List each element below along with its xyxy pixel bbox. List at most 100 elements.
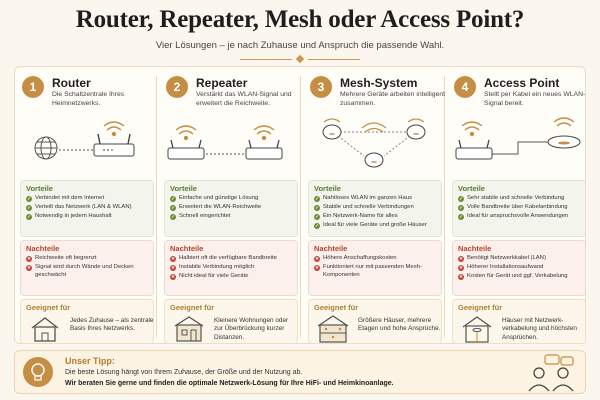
check-icon: ✓ (458, 196, 464, 202)
pro-item: ✓Erweitert die WLAN-Reichweite (170, 203, 262, 211)
tip-text: Die beste Lösung hängt von Ihrem Zuhause… (65, 369, 303, 376)
fit-heading: Geeignet für (170, 303, 215, 312)
tip-text-bold: Wir beraten Sie gerne und finden die opt… (65, 380, 394, 387)
step-number-badge: 1 (22, 76, 44, 98)
check-icon: ✓ (458, 213, 464, 220)
wifi-icon (175, 125, 275, 141)
cross-icon: ✕ (314, 256, 320, 262)
repeater-icon (245, 139, 283, 160)
check-icon: ✓ (314, 204, 320, 211)
cons-heading: Nachteile (458, 244, 492, 253)
con-item: ✕Nicht ideal für viele Geräte (170, 272, 249, 280)
fit-box: Geeignet für Häuser mit Netzwerk-verkabe… (452, 299, 586, 344)
con-item: ✕Instabile Verbindung möglich (170, 263, 255, 271)
check-icon: ✓ (314, 213, 320, 220)
house-icon (31, 317, 59, 342)
pro-item: ✓Stabile und schnelle Verbindungen (314, 203, 414, 211)
con-item: ✕Höherer Installationsaufwand (458, 263, 544, 271)
con-item: ✕Halbiert oft die verfügbare Bandbreite (170, 255, 277, 262)
router-icon (455, 139, 493, 160)
pro-item: ✓Verteilt das Netzwerk (LAN & WLAN) (26, 203, 132, 211)
large-house-icon (317, 315, 349, 343)
cons-box: Nachteile ✕Benötigt Netzwerkkabel (LAN) … (452, 240, 586, 296)
wired-house-icon (462, 316, 492, 343)
fit-heading: Geeignet für (314, 303, 359, 312)
fit-text: Jedes Zuhause – als zentrale Basis Ihres… (70, 317, 154, 333)
column-description: Stellt per Kabel ein neues WLAN-Signal b… (484, 91, 586, 107)
globe-icon (34, 136, 58, 160)
wifi-icon (103, 121, 125, 137)
column-title: Mesh-System (340, 76, 418, 90)
cons-box: Nachteile ✕Halbiert oft die verfügbare B… (164, 240, 298, 296)
pros-heading: Vorteile (314, 184, 341, 193)
con-item: ✕Reichweite oft begrenzt (26, 255, 97, 262)
check-icon: ✓ (314, 222, 320, 229)
check-icon: ✓ (458, 204, 464, 211)
fit-heading: Geeignet für (458, 303, 503, 312)
pros-box: Vorteile ✓Sehr stabile und schnelle Verb… (452, 180, 586, 237)
cross-icon: ✕ (314, 264, 320, 271)
fit-box: Geeignet für Größere Häuser, mehrere Eta… (308, 299, 442, 344)
check-icon: ✓ (314, 196, 320, 202)
pro-item: ✓Schnell eingerichtet (170, 212, 231, 220)
repeater-illustration (160, 112, 300, 178)
cross-icon: ✕ (458, 256, 464, 262)
pro-item: ✓Ideal für viele Geräte und große Häuser (314, 221, 427, 229)
pros-box: Vorteile ✓Einfache und günstige Lösung ✓… (164, 180, 298, 237)
tip-title: Unser Tipp: (65, 356, 115, 366)
column-divider (444, 76, 445, 338)
pros-heading: Vorteile (170, 184, 197, 193)
check-icon: ✓ (26, 204, 32, 211)
column-router: 1 Router Die Schaltzentrale Ihres Heimne… (16, 70, 156, 344)
column-description: Verstärkt das WLAN-Signal und erweitert … (196, 91, 292, 107)
column-divider (300, 76, 301, 338)
step-number-badge: 4 (454, 76, 476, 98)
tip-box: Unser Tipp: Die beste Lösung hängt von I… (14, 350, 586, 394)
con-item: ✕Benötigt Netzwerkkabel (LAN) (458, 255, 546, 262)
cons-heading: Nachteile (26, 244, 60, 253)
pro-item: ✓Sehr stabile und schnelle Verbindung (458, 195, 565, 202)
title-divider (240, 54, 360, 64)
page-title: Router, Repeater, Mesh oder Access Point… (75, 6, 525, 33)
pro-item: ✓Einfache und günstige Lösung (170, 195, 259, 202)
cons-heading: Nachteile (314, 244, 348, 253)
mesh-illustration (304, 112, 444, 178)
access-point-icon (547, 135, 581, 149)
fit-text: Größere Häuser, mehrere Etagen und hohe … (358, 317, 441, 333)
step-number-badge: 3 (310, 76, 332, 98)
column-description: Die Schaltzentrale Ihres Heimnetzwerks. (52, 91, 125, 107)
consultation-people-icon (528, 354, 574, 392)
con-item: ✕Kosten für Gerät und ggf. Verkabelung (458, 272, 568, 280)
pros-heading: Vorteile (458, 184, 485, 193)
pro-item: ✓Ideal für anspruchsvolle Anwendungen (458, 212, 569, 220)
wifi-icon (461, 117, 575, 137)
con-item: ✕Funktioniert nur mit passenden Mesh-Kom… (314, 263, 422, 278)
fit-heading: Geeignet für (26, 303, 71, 312)
column-repeater: 2 Repeater Verstärkt das WLAN-Signal und… (160, 70, 300, 344)
pro-item: ✓Volle Bandbreite über Kabelanbindung (458, 203, 568, 211)
router-icon (167, 139, 205, 160)
cons-box: Nachteile ✕Reichweite oft begrenzt ✕Sign… (20, 240, 154, 296)
con-item: ✕Höhere Anschaffungskosten (314, 255, 397, 262)
cross-icon: ✕ (458, 273, 464, 280)
fit-text: Kleinere Wohnungen oder zur Überbrückung… (214, 317, 289, 341)
mesh-node-icon (322, 124, 426, 168)
cross-icon: ✕ (458, 264, 464, 271)
cross-icon: ✕ (26, 264, 32, 271)
column-divider (156, 76, 157, 338)
check-icon: ✓ (170, 196, 176, 202)
column-title: Repeater (196, 76, 248, 90)
pros-box: Vorteile ✓Verbindet mit dem Internet ✓Ve… (20, 180, 154, 237)
column-title: Router (52, 76, 91, 90)
fit-text: Häuser mit Netzwerk-verkabelung und höch… (502, 317, 577, 341)
cons-box: Nachteile ✕Höhere Anschaffungskosten ✕Fu… (308, 240, 442, 296)
lightbulb-icon (23, 357, 53, 387)
check-icon: ✓ (26, 213, 32, 220)
pros-heading: Vorteile (26, 184, 53, 193)
router-illustration (16, 112, 156, 178)
router-icon (93, 133, 135, 157)
check-icon: ✓ (26, 196, 32, 202)
column-description: Mehrere Geräte arbeiten intelligent zusa… (340, 91, 446, 107)
step-number-badge: 2 (166, 76, 188, 98)
cross-icon: ✕ (26, 256, 32, 262)
